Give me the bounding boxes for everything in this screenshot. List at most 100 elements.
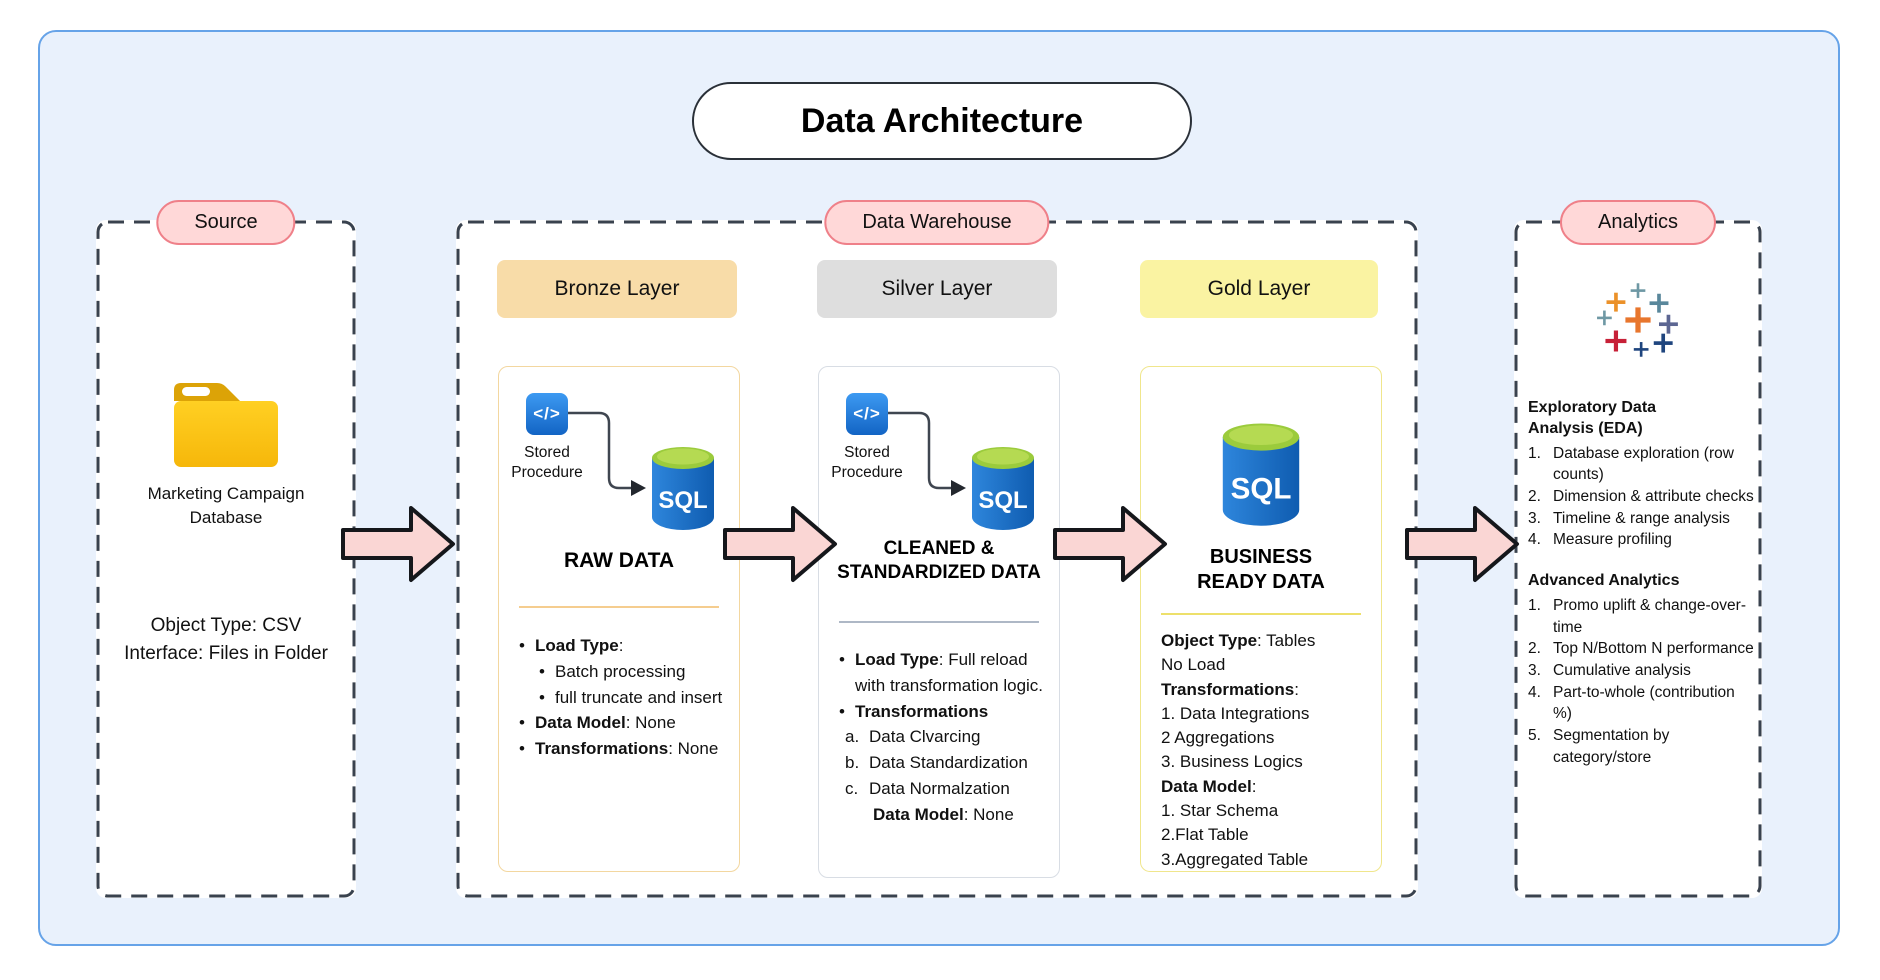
list-item: 3. Business Logics xyxy=(1161,750,1372,774)
list-item: • Batch processing xyxy=(519,659,730,685)
data-warehouse-section: Data Warehouse Bronze Layer Silver Layer… xyxy=(456,200,1418,898)
list-item-text: Data Model: None xyxy=(873,804,1014,824)
list-item: • Load Type: xyxy=(519,633,730,659)
list-item-text: Transformations: xyxy=(1161,679,1299,699)
sql-database-icon: SQL xyxy=(1215,421,1307,532)
list-item-text: Data Clvarcing xyxy=(869,727,981,747)
connector-arrow-icon xyxy=(888,411,966,496)
list-item: 3.Aggregated Table xyxy=(1161,848,1372,872)
list-item-text: 2 Aggregations xyxy=(1161,728,1275,748)
list-item-text: Object Type: Tables xyxy=(1161,631,1316,650)
bronze-card-title: RAW DATA xyxy=(563,549,675,572)
list-item: 1. Database exploration (row counts) xyxy=(1528,443,1755,486)
bullet-marker: • xyxy=(519,636,525,655)
list-item-text: Data Model: None xyxy=(535,713,676,733)
divider xyxy=(519,606,719,608)
list-item-text: Promo uplift & change-over-time xyxy=(1553,596,1746,636)
eda-heading: Exploratory Data Analysis (EDA) xyxy=(1528,399,1657,437)
list-item: Object Type: Tables xyxy=(1161,629,1372,653)
silver-layer-card: </> Stored Procedure SQL xyxy=(818,366,1060,878)
list-item-text: Timeline & range analysis xyxy=(1553,509,1730,527)
advanced-analytics-list: 1. Promo uplift & change-over-time 2. To… xyxy=(1528,595,1755,769)
connector-arrow-icon xyxy=(568,411,646,496)
page-title: Data Architecture xyxy=(692,82,1192,160)
list-item-text: Transformations: None xyxy=(535,739,719,759)
list-item-text: Top N/Bottom N performance xyxy=(1553,640,1754,658)
list-item-text: Measure profiling xyxy=(1553,531,1672,549)
list-item: Transformations: xyxy=(1161,678,1372,702)
source-detail-object-type: Object Type: CSV xyxy=(150,615,302,636)
analytics-content: Exploratory Data Analysis (EDA) 1. Datab… xyxy=(1528,398,1755,768)
analytics-section: Analytics xyxy=(1514,200,1762,898)
flow-arrow-silver-to-gold xyxy=(1053,506,1167,582)
list-item-text: No Load xyxy=(1161,655,1226,675)
advanced-analytics-heading: Advanced Analytics xyxy=(1528,572,1680,590)
list-item-text: Data Model: xyxy=(1161,776,1257,796)
bullet-marker: a. xyxy=(845,727,860,747)
sql-label: SQL xyxy=(658,487,707,514)
list-item: 2.Flat Table xyxy=(1161,823,1372,847)
list-item-text: 2.Flat Table xyxy=(1161,825,1249,845)
list-item-text: Segmentation by category/store xyxy=(1553,726,1670,766)
silver-layer-header: Silver Layer xyxy=(817,260,1057,318)
list-item: No Load xyxy=(1161,653,1372,677)
bullet-marker: • xyxy=(519,713,525,733)
data-warehouse-section-pill: Data Warehouse xyxy=(824,200,1050,245)
list-item: 2. Dimension & attribute checks xyxy=(1528,486,1755,508)
bullet-marker: • xyxy=(519,739,525,759)
number-marker: 1. xyxy=(1528,596,1541,614)
source-details: Object Type: CSV Interface: Files in Fol… xyxy=(96,612,356,667)
flow-arrow-gold-to-analytics xyxy=(1405,506,1519,582)
bullet-marker: • xyxy=(539,687,545,707)
list-item: • Transformations xyxy=(839,699,1050,725)
bullet-marker: • xyxy=(839,650,845,669)
gold-card-title: BUSINESS READY DATA xyxy=(1197,546,1325,593)
number-marker: 4. xyxy=(1528,531,1541,549)
number-marker: 2. xyxy=(1528,487,1541,505)
list-item: 4. Part-to-whole (contribution %) xyxy=(1528,682,1755,725)
list-item: 1. Data Integrations xyxy=(1161,702,1372,726)
list-item-text: Part-to-whole (contribution %) xyxy=(1553,683,1735,723)
gold-layer-header: Gold Layer xyxy=(1140,260,1378,318)
list-item: • Data Model: None xyxy=(519,710,730,736)
list-item: 3. Cumulative analysis xyxy=(1528,660,1755,682)
list-item-text: 1. Data Integrations xyxy=(1161,703,1310,723)
sql-label: SQL xyxy=(978,487,1027,514)
flow-arrow-source-to-warehouse xyxy=(341,506,455,582)
list-item: • Transformations: None xyxy=(519,736,730,762)
list-item: 1. Star Schema xyxy=(1161,799,1372,823)
page-title-text: Data Architecture xyxy=(800,101,1084,140)
number-marker: 3. xyxy=(1528,509,1541,527)
sql-label: SQL xyxy=(1231,473,1292,506)
list-item-text: Database exploration (row counts) xyxy=(1553,444,1734,484)
bullet-marker: • xyxy=(839,701,845,721)
list-item-text: Transformations xyxy=(855,701,989,721)
list-item: 4. Measure profiling xyxy=(1528,529,1755,551)
flow-arrow-bronze-to-silver xyxy=(723,506,837,582)
number-marker: 3. xyxy=(1528,661,1541,679)
list-item-text: 3. Business Logics xyxy=(1161,752,1303,772)
tableau-icon xyxy=(1596,282,1680,363)
source-detail-interface: Interface: Files in Folder xyxy=(124,642,328,664)
list-item: b. Data Standardization xyxy=(839,750,1050,776)
list-item-text: Dimension & attribute checks xyxy=(1553,487,1754,505)
list-item-text: 3.Aggregated Table xyxy=(1161,849,1309,869)
source-section-pill: Source xyxy=(156,200,296,245)
stored-procedure-label: Stored Procedure xyxy=(831,444,903,482)
divider xyxy=(1161,613,1361,615)
number-marker: 5. xyxy=(1528,726,1541,744)
sql-database-icon: SQL xyxy=(969,445,1037,536)
stored-procedure-icon: </> xyxy=(846,393,888,435)
list-item: 2 Aggregations xyxy=(1161,726,1372,750)
list-item: 3. Timeline & range analysis xyxy=(1528,508,1755,530)
stored-procedure-icon: </> xyxy=(526,393,568,435)
list-item-text: Data Standardization xyxy=(869,753,1028,773)
list-item-text: Load Type: Full reload with transformati… xyxy=(855,650,1044,695)
analytics-section-pill: Analytics xyxy=(1559,200,1717,245)
divider xyxy=(839,621,1039,623)
silver-card-title: CLEANED & STANDARDIZED DATA xyxy=(837,538,1041,583)
bullet-marker: b. xyxy=(845,753,860,773)
bronze-layer-card: </> Stored Procedure SQL xyxy=(498,366,740,872)
stored-procedure-label: Stored Procedure xyxy=(511,444,583,482)
